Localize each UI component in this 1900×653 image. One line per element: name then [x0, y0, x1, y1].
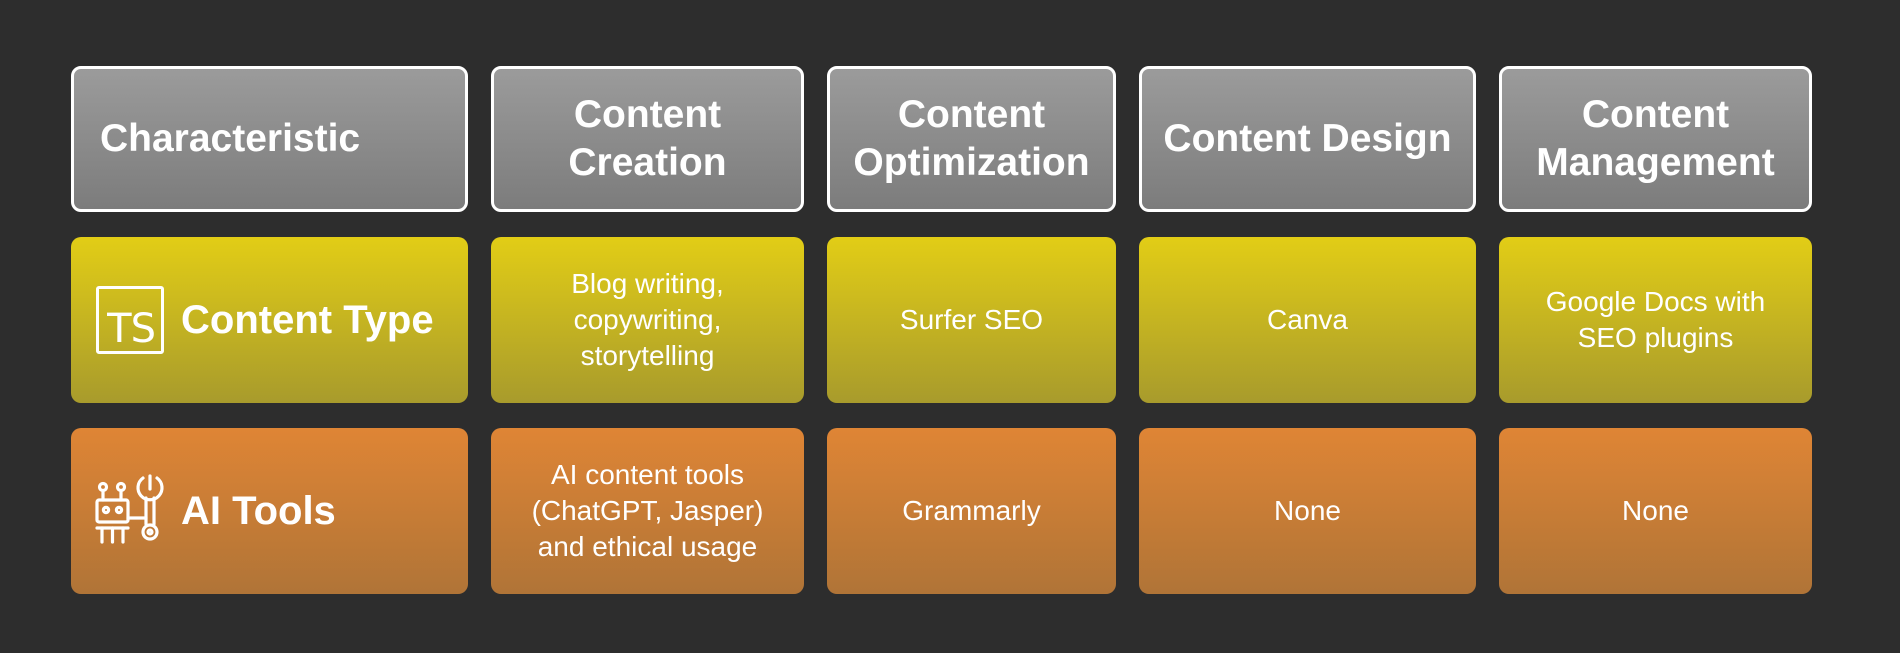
- cell-line: Surfer SEO: [899, 304, 1044, 335]
- robot-wrench-icon: [93, 474, 167, 548]
- row-label-ai-tools: AI Tools: [71, 428, 468, 594]
- cell-line: None: [1622, 495, 1689, 526]
- cell-line: storytelling: [580, 340, 715, 371]
- header-content-optimization-line2: Optimization: [853, 141, 1090, 184]
- header-content-optimization: Content Optimization: [827, 66, 1116, 212]
- cell-content-type-optimization: Surfer SEO: [827, 237, 1116, 403]
- header-content-creation-line1: Content: [573, 93, 722, 136]
- cell-line: copywriting,: [573, 304, 722, 335]
- header-content-creation: Content Creation: [491, 66, 804, 212]
- cell-line: Grammarly: [902, 495, 1041, 526]
- cell-ai-tools-creation: AI content tools (ChatGPT, Jasper) and e…: [491, 428, 804, 594]
- row-label-content-type: TS Content Type: [71, 237, 468, 403]
- cell-line: AI content tools: [550, 459, 744, 490]
- cell-line: Canva: [1267, 304, 1348, 335]
- cell-ai-tools-design: None: [1139, 428, 1476, 594]
- cell-content-type-creation: Blog writing, copywriting, storytelling: [491, 237, 804, 403]
- typescript-icon-text: TS: [107, 306, 156, 352]
- cell-ai-tools-management: None: [1499, 428, 1812, 594]
- cell-content-type-design: Canva: [1139, 237, 1476, 403]
- header-content-optimization-line1: Content: [897, 93, 1046, 136]
- row-label-text: AI Tools: [181, 489, 336, 533]
- header-characteristic-label: Characteristic: [100, 117, 361, 160]
- header-characteristic: Characteristic: [71, 66, 468, 212]
- header-content-management-line1: Content: [1581, 93, 1730, 136]
- header-content-management-line2: Management: [1536, 141, 1775, 184]
- cell-line: Blog writing,: [571, 268, 724, 299]
- cell-content-type-management: Google Docs with SEO plugins: [1499, 237, 1812, 403]
- cell-line: None: [1274, 495, 1341, 526]
- cell-line: and ethical usage: [537, 531, 758, 562]
- typescript-icon: TS: [93, 283, 167, 357]
- header-content-management: Content Management: [1499, 66, 1812, 212]
- cell-ai-tools-optimization: Grammarly: [827, 428, 1116, 594]
- header-content-design-label: Content Design: [1163, 117, 1452, 160]
- header-content-creation-line2: Creation: [568, 141, 727, 184]
- row-label-text: Content Type: [181, 298, 434, 342]
- cell-line: (ChatGPT, Jasper): [531, 495, 764, 526]
- comparison-table: Characteristic Content Creation Content …: [71, 66, 1812, 594]
- cell-line: Google Docs with: [1545, 286, 1766, 317]
- header-content-design: Content Design: [1139, 66, 1476, 212]
- cell-line: SEO plugins: [1577, 322, 1734, 353]
